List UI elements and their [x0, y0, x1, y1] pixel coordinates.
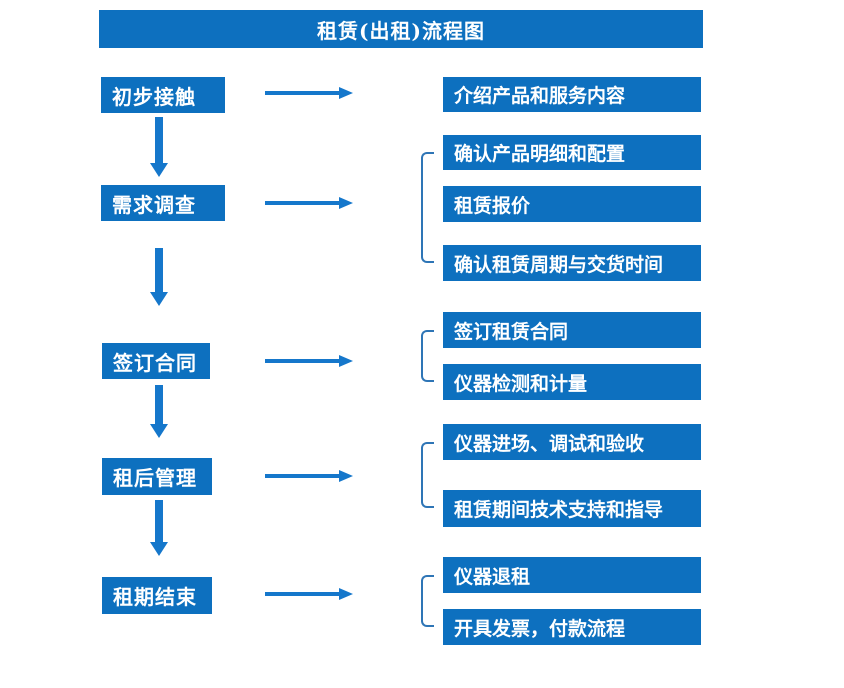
arrow-head — [339, 197, 353, 209]
bracket-group-3 — [421, 330, 434, 382]
arrow-shaft — [265, 592, 339, 596]
detail-label: 仪器退租 — [454, 565, 531, 588]
stage-label: 签订合同 — [113, 350, 197, 375]
arrow-head — [339, 470, 353, 482]
detail-box-5-2: 开具发票，付款流程 — [443, 609, 701, 645]
arrow-right-icon-5 — [265, 588, 353, 600]
detail-label: 确认租赁周期与交货时间 — [454, 253, 664, 276]
arrow-down-icon-3 — [150, 385, 168, 438]
detail-label: 租赁期间技术支持和指导 — [454, 499, 664, 521]
detail-box-2-1: 确认产品明细和配置 — [443, 135, 701, 170]
page-title: 租赁(出租)流程图 — [317, 18, 485, 43]
arrow-shaft — [155, 117, 163, 163]
detail-box-3-1: 签订租赁合同 — [443, 312, 701, 348]
arrow-down-icon-4 — [150, 500, 168, 556]
arrow-head — [150, 424, 168, 438]
detail-box-1-1: 介绍产品和服务内容 — [443, 77, 701, 112]
detail-box-4-1: 仪器进场、调试和验收 — [443, 424, 701, 460]
arrow-head — [339, 87, 353, 99]
detail-box-2-2: 租赁报价 — [443, 186, 701, 222]
detail-label: 开具发票，付款流程 — [454, 617, 626, 640]
detail-box-2-3: 确认租赁周期与交货时间 — [443, 245, 701, 281]
stage-box-post-rental-management: 租后管理 — [102, 458, 212, 495]
arrow-shaft — [155, 385, 163, 424]
detail-box-5-1: 仪器退租 — [443, 557, 701, 593]
arrow-head — [150, 163, 168, 177]
detail-label: 租赁报价 — [454, 194, 531, 217]
arrow-shaft — [265, 359, 339, 363]
detail-label: 仪器检测和计量 — [454, 372, 588, 395]
arrow-right-icon-3 — [265, 355, 353, 367]
stage-label: 租期结束 — [113, 585, 197, 609]
stage-label: 初步接触 — [112, 84, 196, 109]
stage-label: 租后管理 — [113, 466, 197, 490]
stage-box-demand-survey: 需求调查 — [101, 185, 225, 221]
detail-label: 签订租赁合同 — [454, 320, 569, 343]
detail-label: 仪器进场、调试和验收 — [454, 432, 645, 455]
arrow-head — [150, 292, 168, 306]
detail-box-3-2: 仪器检测和计量 — [443, 364, 701, 400]
detail-box-4-2: 租赁期间技术支持和指导 — [443, 490, 701, 527]
bracket-group-5 — [421, 575, 434, 627]
arrow-shaft — [155, 248, 163, 292]
arrow-right-icon-4 — [265, 470, 353, 482]
bracket-group-4 — [421, 442, 434, 508]
bracket-group-2 — [421, 152, 434, 263]
detail-label: 介绍产品和服务内容 — [454, 85, 626, 107]
arrow-down-icon-1 — [150, 117, 168, 177]
stage-label: 需求调查 — [112, 192, 196, 217]
arrow-right-icon-1 — [265, 87, 353, 99]
stage-box-initial-contact: 初步接触 — [101, 77, 225, 113]
arrow-shaft — [265, 91, 339, 95]
stage-box-rental-end: 租期结束 — [102, 577, 212, 614]
stage-box-sign-contract: 签订合同 — [102, 343, 210, 379]
arrow-head — [150, 542, 168, 556]
arrow-head — [339, 588, 353, 600]
flowchart-title-banner: 租赁(出租)流程图 — [99, 10, 703, 48]
arrow-shaft — [155, 500, 163, 542]
arrow-shaft — [265, 474, 339, 478]
arrow-shaft — [265, 201, 339, 205]
arrow-right-icon-2 — [265, 197, 353, 209]
arrow-head — [339, 355, 353, 367]
arrow-down-icon-2 — [150, 248, 168, 306]
detail-label: 确认产品明细和配置 — [454, 143, 626, 165]
